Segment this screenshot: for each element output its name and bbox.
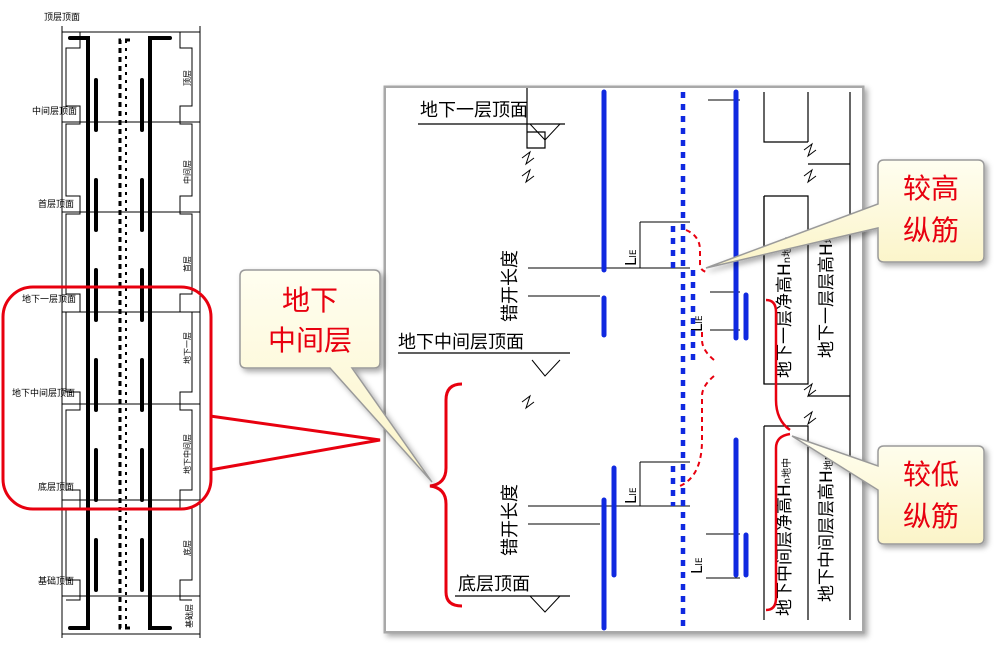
bmid-clear-height: 地下中间层净高Hn地中 [775,458,795,616]
lap-label-upper-left: LlE [622,249,640,266]
level-label-bmid: 地下中间层顶面 [12,387,75,399]
callout-higher-bars-line1: 较高 [903,172,959,205]
b1-story-height: 地下一层层高H地一 [817,223,837,358]
callout-basement-middle-line1: 地下 [282,284,338,317]
clear-height-bracket [765,298,791,612]
zoom-level-b1: 地下一层顶面 [420,100,528,121]
callout-lower-bars-line2: 纵筋 [903,500,959,533]
callout-higher-bars-line2: 纵筋 [903,214,959,247]
stagger-length-upper: 错开长度 [500,250,521,322]
higher-bars-brace [685,229,707,273]
lower-bars-brace [679,330,715,487]
callout-higher-bars: 较高 纵筋 [705,159,985,269]
callout-lower-bars: 较低 纵筋 [791,435,985,545]
floor-label-1: 中间层 [182,160,192,184]
floor-label-6: 基础层 [184,604,194,628]
floor-label-3: 地下一层 [182,332,192,364]
lap-label-lower-right: LlE [688,557,706,574]
zoom-panel: 地下一层顶面 地下中间层顶面 底层顶面 错开长度 错开长度 L [383,85,865,634]
level-label-b1: 地下一层顶面 [22,293,76,305]
bmid-story-height: 地下中间层层高H地中 [817,450,837,602]
zoom-level-bmid: 地下中间层顶面 [398,332,524,353]
basement-middle-highlight [1,285,213,511]
callout-lower-bars-line1: 较低 [903,458,959,491]
floor-label-0: 顶层 [183,70,192,86]
floor-label-4: 地下中间层 [182,434,192,474]
floor-label-5: 底层 [182,540,192,556]
level-label-bottom: 底层顶面 [38,481,74,493]
highlight-connector [209,414,381,472]
floor-label-2: 首层 [182,256,192,272]
level-label-top: 顶层顶面 [44,12,80,23]
lap-label-upper-right: LlE [688,315,706,332]
stagger-length-lower: 错开长度 [500,484,521,556]
level-label-foundation: 基础顶面 [38,575,74,587]
level-label-middle: 中间层顶面 [32,105,77,117]
basement-middle-brace [429,382,463,608]
lap-label-lower-left: LlE [622,487,640,504]
callout-basement-middle-line2: 中间层 [268,324,352,357]
level-label-first: 首层顶面 [38,198,74,210]
overview-elevation: 顶层顶面 中间层顶面 首层顶面 地下一层顶面 地下中间层顶面 底层顶面 基础顶面… [12,12,201,638]
callout-basement-middle: 地下 中间层 [239,269,433,483]
zoom-level-bottom: 底层顶面 [458,574,530,595]
